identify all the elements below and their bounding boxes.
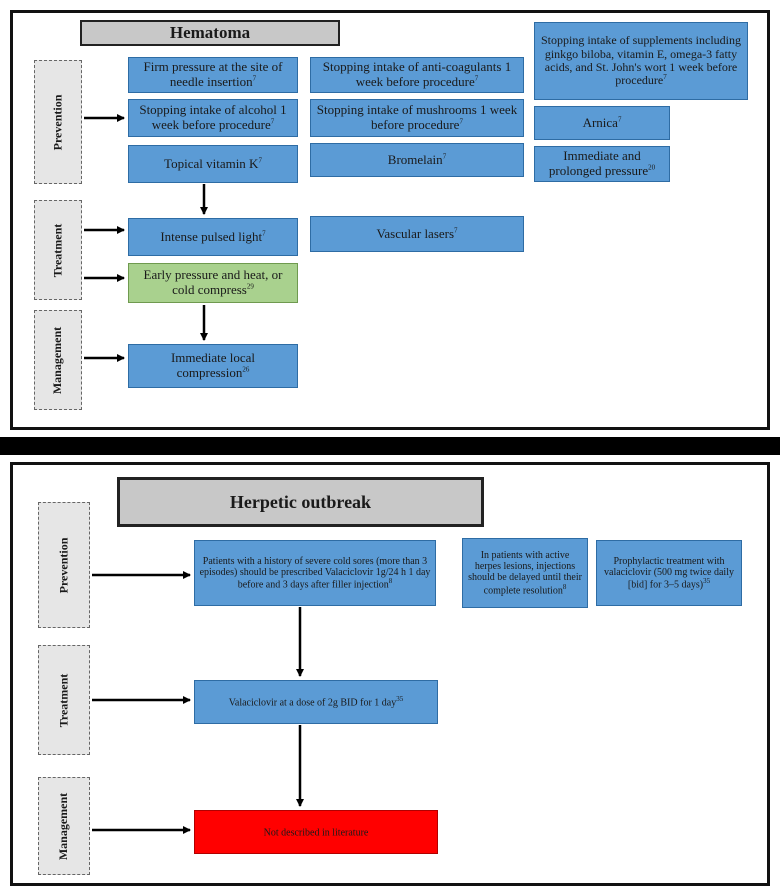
hematoma-stage-treatment: Treatment xyxy=(34,200,82,300)
hematoma-treatment-box: Vascular lasers7 xyxy=(310,216,524,252)
hematoma-prevention-box: Firm pressure at the site of needle inse… xyxy=(128,57,298,93)
herpetic-treatment-box: Valaciclovir at a dose of 2g BID for 1 d… xyxy=(194,680,438,724)
hematoma-prevention-box: Immediate and prolonged pressure20 xyxy=(534,146,670,182)
herpetic-management-box: Not described in literature xyxy=(194,810,438,854)
hematoma-treatment-box: Intense pulsed light7 xyxy=(128,218,298,256)
hematoma-prevention-box: Stopping intake of mushrooms 1 week befo… xyxy=(310,99,524,137)
hematoma-prevention-box: Stopping intake of anti-coagulants 1 wee… xyxy=(310,57,524,93)
hematoma-prevention-box: Stopping intake of supplements including… xyxy=(534,22,748,100)
hematoma-stage-management: Management xyxy=(34,310,82,410)
hematoma-stage-prevention: Prevention xyxy=(34,60,82,184)
herpetic-prevention-box: Prophylactic treatment with valaciclovir… xyxy=(596,540,742,606)
herpetic-stage-management: Management xyxy=(38,777,90,875)
hematoma-management-box: Immediate local compression26 xyxy=(128,344,298,388)
hematoma-treatment-box: Early pressure and heat, or cold compres… xyxy=(128,263,298,303)
herpetic-prevention-box: Patients with a history of severe cold s… xyxy=(194,540,436,606)
hematoma-prevention-box: Bromelain7 xyxy=(310,143,524,177)
herpetic-title: Herpetic outbreak xyxy=(117,477,484,527)
herpetic-stage-treatment: Treatment xyxy=(38,645,90,755)
hematoma-prevention-box: Stopping intake of alcohol 1 week before… xyxy=(128,99,298,137)
herpetic-stage-prevention: Prevention xyxy=(38,502,90,628)
hematoma-prevention-box: Topical vitamin K7 xyxy=(128,145,298,183)
hematoma-prevention-box: Arnica7 xyxy=(534,106,670,140)
section-divider xyxy=(0,437,780,455)
hematoma-title: Hematoma xyxy=(80,20,340,46)
herpetic-prevention-box: In patients with active herpes lesions, … xyxy=(462,538,588,608)
